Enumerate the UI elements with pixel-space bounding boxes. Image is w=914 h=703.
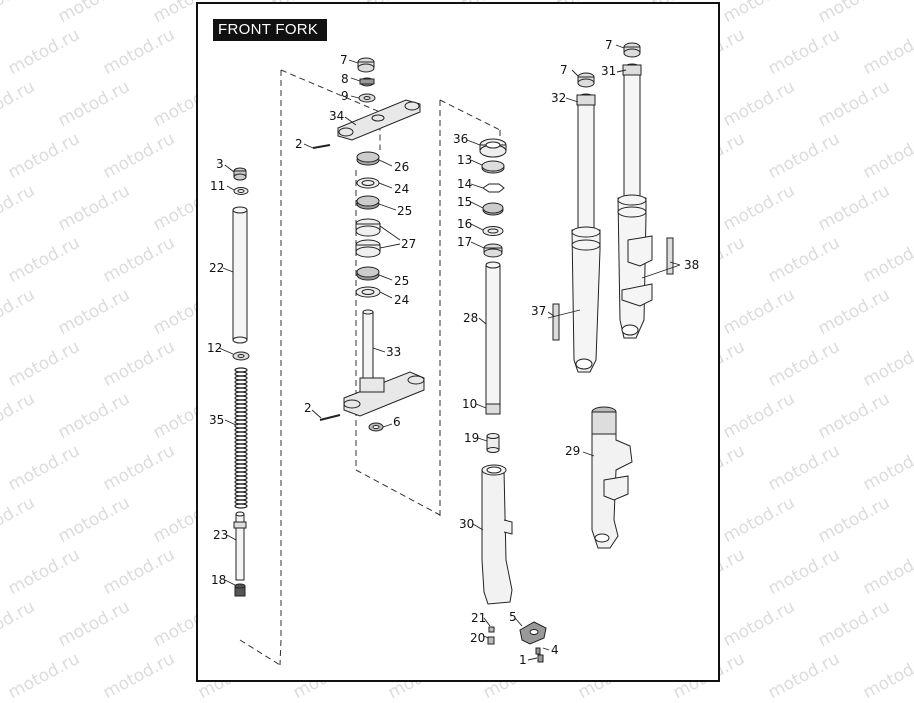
callout-38: 38 [684, 258, 700, 272]
callout-27: 27 [401, 237, 417, 251]
bearing-25a [356, 195, 380, 210]
bolts-1-4 [535, 647, 544, 663]
callout-9: 9 [341, 89, 349, 103]
nut-6 [368, 422, 384, 432]
seal-24b [355, 286, 381, 298]
callout-31: 31 [601, 64, 617, 78]
callout-2: 2 [295, 137, 303, 151]
callout-24: 24 [394, 182, 410, 196]
clip-14 [482, 183, 505, 193]
bearing-26 [356, 151, 380, 166]
fork-tube-32 [571, 93, 601, 373]
callout-32: 32 [551, 91, 567, 105]
callout-15: 15 [457, 195, 473, 209]
washer-9 [358, 93, 376, 103]
callout-33: 33 [386, 345, 402, 359]
callout-6: 6 [393, 415, 401, 429]
callout-17: 17 [457, 235, 473, 249]
cap-3 [233, 167, 247, 181]
lower-leg-29 [591, 406, 633, 549]
callout-24: 24 [394, 293, 410, 307]
fork-tube-31 [617, 63, 653, 339]
callout-25: 25 [394, 274, 410, 288]
steering-stem-33 [362, 309, 374, 383]
seal-24a [356, 177, 380, 189]
callout-1: 1 [519, 653, 527, 667]
bushing-17 [483, 243, 503, 258]
callout-7: 7 [605, 38, 613, 52]
callout-34: 34 [329, 109, 345, 123]
callout-10: 10 [462, 397, 478, 411]
callout-8: 8 [341, 72, 349, 86]
oring-11 [233, 187, 249, 195]
bolt-2b [319, 414, 341, 421]
nut-8 [359, 77, 375, 87]
callout-37: 37 [531, 304, 547, 318]
callout-22: 22 [209, 261, 225, 275]
callout-14: 14 [457, 177, 473, 191]
callout-25: 25 [397, 204, 413, 218]
callout-2: 2 [304, 401, 312, 415]
race-27a [355, 218, 381, 237]
callout-7: 7 [560, 63, 568, 77]
rod-tip-18 [234, 583, 246, 597]
callout-3: 3 [216, 157, 224, 171]
bearing-25b [356, 266, 380, 281]
washer-12 [232, 351, 250, 361]
spring-35 [234, 367, 248, 509]
dust-cover-36 [479, 138, 507, 158]
bushing-19 [486, 433, 500, 453]
callout-30: 30 [459, 517, 475, 531]
callout-28: 28 [463, 311, 479, 325]
callout-11: 11 [210, 179, 226, 193]
callout-20: 20 [470, 631, 486, 645]
callout-18: 18 [211, 573, 227, 587]
axle-clamp-5 [519, 621, 547, 645]
callout-36: 36 [453, 132, 469, 146]
callout-12: 12 [207, 341, 223, 355]
callout-7: 7 [340, 53, 348, 67]
race-27b [355, 239, 381, 258]
damper-rod-23 [233, 511, 247, 581]
callout-13: 13 [457, 153, 473, 167]
callout-29: 29 [565, 444, 581, 458]
bolt-2a [312, 144, 331, 149]
callout-5: 5 [509, 610, 517, 624]
leader-lines [218, 44, 681, 661]
dust-seal-13 [481, 160, 505, 174]
washer-16 [482, 226, 504, 236]
lower-bracket [343, 371, 425, 417]
callout-35: 35 [209, 413, 225, 427]
assembly-guide-lines [239, 69, 501, 666]
upper-bracket-34 [337, 99, 421, 141]
oil-seal-15 [482, 202, 504, 216]
top-nut-7 [357, 57, 375, 73]
fork-tube-28 [485, 261, 501, 415]
pin-38 [666, 237, 674, 275]
callout-21: 21 [471, 611, 487, 625]
fork-slider-30 [481, 464, 513, 605]
callout-19: 19 [464, 431, 480, 445]
spring-coil [234, 503, 248, 509]
callout-26: 26 [394, 160, 410, 174]
pin-37 [552, 303, 560, 341]
callout-16: 16 [457, 217, 473, 231]
spacer-tube-22 [232, 206, 248, 344]
exploded-fork-drawing [218, 42, 681, 666]
callout-4: 4 [551, 643, 559, 657]
diagram-title: FRONT FORK [213, 19, 327, 41]
small-parts-20-21 [487, 626, 495, 645]
cap-7c [623, 42, 641, 58]
callout-23: 23 [213, 528, 229, 542]
cap-7b [577, 72, 595, 88]
